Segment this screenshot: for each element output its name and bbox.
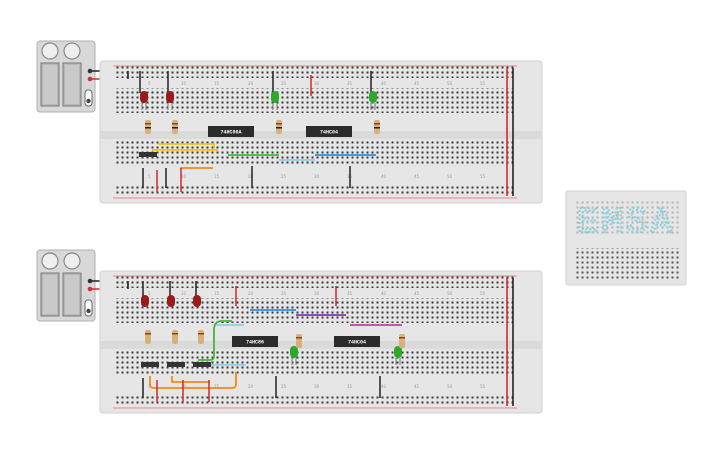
svg-text:30: 30 (314, 81, 320, 86)
resistor-2e[interactable] (399, 334, 405, 348)
svg-text:55: 55 (480, 174, 486, 179)
led-green-1a[interactable] (271, 91, 279, 110)
svg-text:45: 45 (414, 291, 420, 296)
svg-text:15: 15 (214, 291, 220, 296)
led-red-1b[interactable] (166, 91, 174, 110)
svg-text:45: 45 (414, 174, 420, 179)
resistor-2c[interactable] (198, 330, 204, 344)
svg-text:55: 55 (480, 81, 486, 86)
svg-text:40: 40 (381, 291, 387, 296)
led-red-1a[interactable] (140, 91, 148, 110)
svg-text:50: 50 (447, 384, 453, 389)
led-green-2b[interactable] (394, 346, 402, 365)
svg-text:40: 40 (381, 384, 387, 389)
chip-2a-label: 74HC86 (246, 340, 264, 346)
svg-text:50: 50 (447, 81, 453, 86)
svg-text:15: 15 (214, 384, 220, 389)
svg-text:40: 40 (381, 81, 387, 86)
svg-text:10: 10 (181, 174, 187, 179)
svg-text:25: 25 (281, 81, 287, 86)
chip-2b-label: 74HC04 (348, 340, 366, 346)
chip-2b[interactable]: 74HC04 (334, 336, 380, 347)
resistor-2d[interactable] (296, 334, 302, 348)
svg-text:25: 25 (281, 384, 287, 389)
switch-2c[interactable] (193, 362, 211, 367)
chip-1a[interactable]: 74HC00A (208, 126, 254, 137)
svg-text:45: 45 (414, 81, 420, 86)
svg-text:35: 35 (347, 384, 353, 389)
svg-text:55: 55 (480, 384, 486, 389)
led-green-1b[interactable] (369, 91, 377, 110)
switch-2b[interactable] (167, 362, 185, 367)
battery-pack-2[interactable] (36, 249, 96, 322)
led-red-2c[interactable] (193, 295, 201, 307)
svg-text:5: 5 (148, 384, 151, 389)
svg-text:30: 30 (314, 291, 320, 296)
chip-1a-label: 74HC00A (220, 130, 241, 136)
circuit-2: 5 10 15 20 25 30 35 40 45 50 55 5 10 15 … (36, 249, 543, 414)
svg-text:20: 20 (248, 81, 254, 86)
svg-text:55: 55 (480, 291, 486, 296)
resistor-1d[interactable] (374, 120, 380, 134)
circuit-1: 5 10 15 20 25 30 35 40 45 50 55 5 10 15 … (36, 40, 543, 204)
resistor-1c[interactable] (276, 120, 282, 134)
logo-board[interactable]: EMSA (565, 190, 687, 286)
svg-text:45: 45 (414, 384, 420, 389)
svg-text:10: 10 (181, 384, 187, 389)
logo-text: EMSA (577, 202, 675, 243)
resistor-1b[interactable] (172, 120, 178, 134)
svg-text:35: 35 (347, 291, 353, 296)
chip-2a[interactable]: 74HC86 (232, 336, 278, 347)
resistor-2a[interactable] (145, 330, 151, 344)
svg-text:40: 40 (381, 174, 387, 179)
svg-text:15: 15 (214, 174, 220, 179)
svg-text:25: 25 (281, 291, 287, 296)
chip-1b[interactable]: 74HC04 (306, 126, 352, 137)
led-red-2a[interactable] (141, 295, 149, 307)
svg-text:35: 35 (347, 81, 353, 86)
svg-text:10: 10 (181, 291, 187, 296)
svg-text:50: 50 (447, 291, 453, 296)
svg-text:10: 10 (181, 81, 187, 86)
svg-text:20: 20 (248, 291, 254, 296)
led-red-2b[interactable] (167, 295, 175, 307)
svg-text:30: 30 (314, 384, 320, 389)
svg-text:25: 25 (281, 174, 287, 179)
svg-text:15: 15 (214, 81, 220, 86)
svg-text:5: 5 (148, 291, 151, 296)
breadboard-2[interactable]: 5 10 15 20 25 30 35 40 45 50 55 5 10 15 … (99, 270, 543, 414)
switch-1a[interactable] (139, 152, 157, 157)
svg-text:5: 5 (148, 174, 151, 179)
svg-text:20: 20 (248, 384, 254, 389)
resistor-1a[interactable] (145, 120, 151, 134)
svg-text:20: 20 (248, 174, 254, 179)
svg-text:50: 50 (447, 174, 453, 179)
svg-text:30: 30 (314, 174, 320, 179)
battery-pack-1[interactable] (36, 40, 96, 113)
switch-2a[interactable] (141, 362, 159, 367)
led-green-2a[interactable] (290, 346, 298, 365)
svg-text:5: 5 (148, 81, 151, 86)
resistor-2b[interactable] (172, 330, 178, 344)
chip-1b-label: 74HC04 (320, 130, 338, 136)
